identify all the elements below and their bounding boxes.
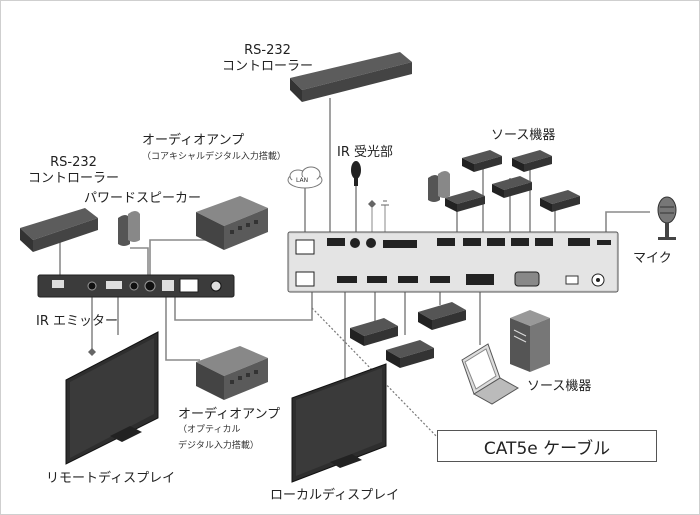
main-switcher <box>287 231 619 293</box>
label-remote-display: リモートディスプレイ <box>46 471 176 486</box>
source-boxes-bottom <box>350 302 466 368</box>
ir-receiver <box>351 161 361 186</box>
cable-hdbaset <box>174 290 313 321</box>
label-powered-speaker: パワードスピーカー <box>84 191 202 206</box>
source-boxes-top <box>445 150 580 212</box>
cat5e-callout: CAT5e ケーブル <box>437 430 657 462</box>
microphone <box>657 196 677 240</box>
lan-cloud <box>287 166 323 189</box>
label-audio-amp-coax: オーディオアンプ <box>142 133 245 148</box>
cat5e-pointer <box>311 307 441 441</box>
cat5e-callout-text: CAT5e ケーブル <box>483 438 611 459</box>
input-control-pins <box>368 200 389 232</box>
label-lan: LAN <box>296 177 309 184</box>
laptop <box>461 343 519 405</box>
cable-mic <box>605 211 650 232</box>
powered-speakers <box>118 211 140 246</box>
cables <box>59 98 650 395</box>
label-audio-amp-coax-note: （コアキシャルデジタル入力搭載） <box>142 152 286 162</box>
audio-amp-optical <box>196 346 268 400</box>
speakers-top <box>428 171 450 202</box>
hdbaset-receiver <box>37 274 235 298</box>
rs232-controller-left <box>20 208 98 252</box>
ir-emitter-icon <box>88 348 96 356</box>
label-source-bottom: ソース機器 <box>527 379 592 394</box>
pc-tower <box>510 310 550 372</box>
rs232-controller-top <box>290 52 412 102</box>
label-ir-receiver: IR 受光部 <box>337 145 393 160</box>
label-mic: マイク <box>633 251 672 266</box>
audio-amp-coax <box>196 196 268 250</box>
label-audio-amp-optical: オーディオアンプ <box>178 407 281 422</box>
local-display <box>291 363 387 483</box>
label-local-display: ローカルディスプレイ <box>270 488 400 503</box>
remote-display <box>65 331 159 465</box>
label-audio-amp-optical-note: （オプティカルデジタル入力搭載） <box>178 425 259 452</box>
label-source-top: ソース機器 <box>491 128 556 143</box>
label-ir-emitter: IR エミッター <box>36 314 118 329</box>
